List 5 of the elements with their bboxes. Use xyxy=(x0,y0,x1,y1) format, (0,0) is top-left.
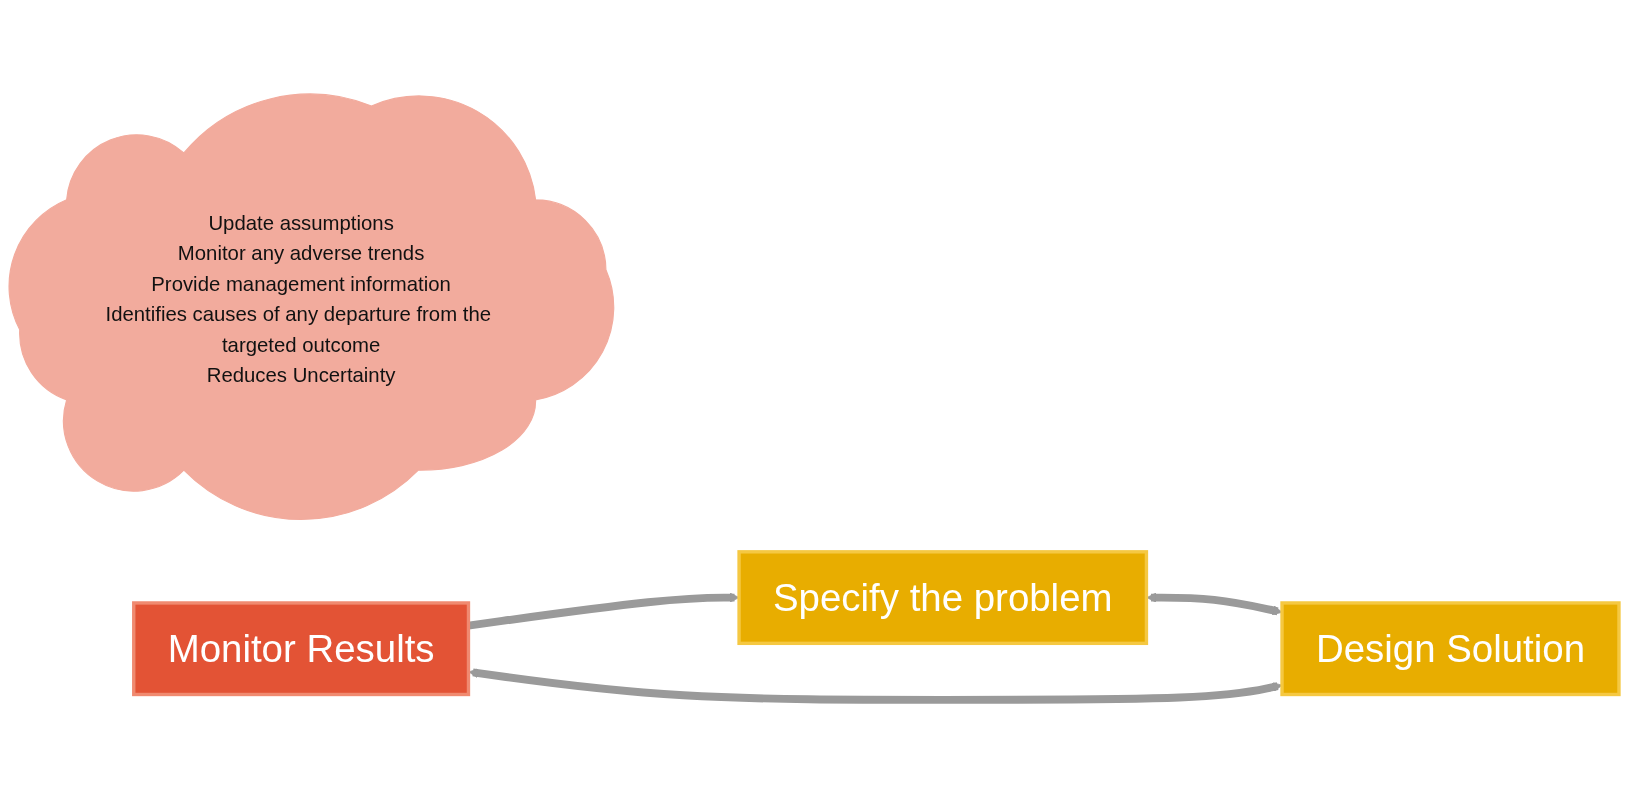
node-box: Monitor Results xyxy=(132,601,471,697)
arrow xyxy=(468,668,1283,704)
arrow xyxy=(467,592,740,630)
node-box: Design Solution xyxy=(1280,601,1621,697)
node-box: Specify the problem xyxy=(737,550,1149,646)
